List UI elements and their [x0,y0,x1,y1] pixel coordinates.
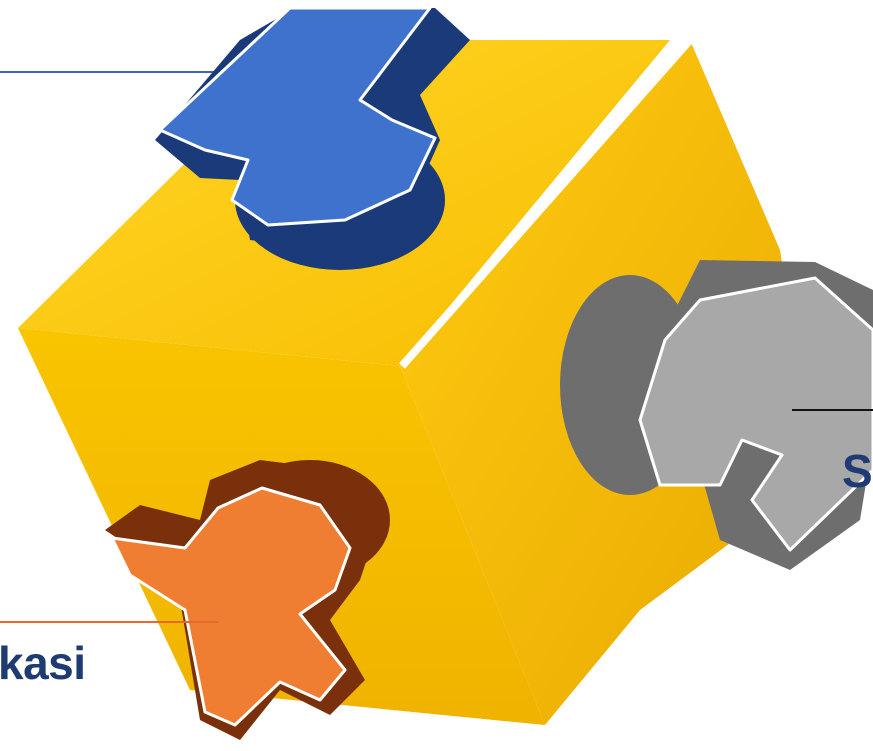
label-bottom-left: kasi [0,637,86,689]
label-right: S [842,445,873,497]
orange-puzzle-piece [105,460,390,740]
blue-puzzle-piece [155,6,470,270]
gray-puzzle-piece [560,260,873,570]
cube-seam [399,37,693,369]
